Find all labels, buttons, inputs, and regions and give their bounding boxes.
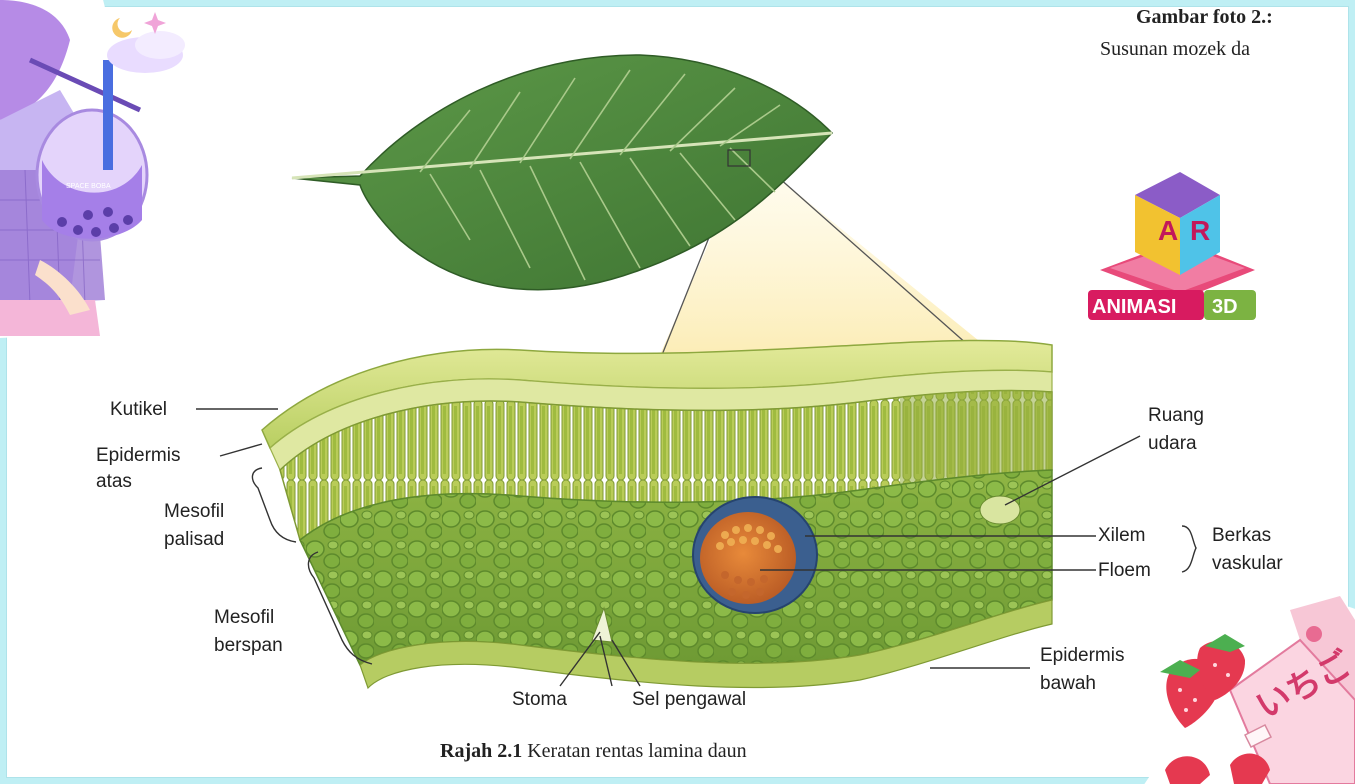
caption-text: Keratan rentas lamina daun (527, 740, 746, 762)
label-epidermis-bawah-line2: bawah (1040, 672, 1096, 695)
sticker-bag-text: SPACE BOBA (66, 183, 111, 190)
badge-letter-a: A (1158, 215, 1178, 246)
photo-title: Gambar foto 2.: (1136, 6, 1273, 29)
label-stoma: Stoma (512, 688, 567, 711)
photo-subtitle: Susunan mozek da (1100, 38, 1250, 61)
label-mesofil-berspan-line1: Mesofil (214, 606, 274, 629)
anime-girl-sticker: SPACE BOBA (0, 0, 185, 336)
caption-number: Rajah 2.1 (440, 740, 522, 762)
figure-caption: Rajah 2.1 Keratan rentas lamina daun (440, 740, 747, 763)
label-mesofil-palisad-line1: Mesofil (164, 500, 224, 523)
label-epidermis-atas-line2: atas (96, 470, 132, 493)
label-ruang-udara-line2: udara (1148, 432, 1197, 455)
label-kutikel: Kutikel (110, 398, 167, 421)
label-mesofil-berspan-line2: berspan (214, 634, 283, 657)
badge-wordmark: ANIMASI (1092, 296, 1176, 318)
label-berkas-vaskular-line2: vaskular (1212, 552, 1283, 575)
strawberry-milk-sticker: いちご (1148, 596, 1355, 784)
label-epidermis-bawah-line1: Epidermis (1040, 644, 1124, 667)
label-ruang-udara-line1: Ruang (1148, 404, 1204, 427)
label-epidermis-atas-line1: Epidermis (96, 444, 180, 467)
label-xilem: Xilem (1098, 524, 1146, 547)
leaf-section-block (262, 340, 1052, 688)
label-mesofil-palisad-line2: palisad (164, 528, 224, 551)
label-berkas-vaskular-line1: Berkas (1212, 524, 1271, 547)
label-floem: Floem (1098, 559, 1151, 582)
label-sel-pengawal: Sel pengawal (632, 688, 746, 711)
badge-letter-r: R (1190, 215, 1210, 246)
badge-wordmark-3d: 3D (1212, 296, 1238, 318)
animasi-3d-badge: A R ANIMASI 3D (1088, 172, 1256, 320)
vascular-bundle (693, 497, 817, 613)
